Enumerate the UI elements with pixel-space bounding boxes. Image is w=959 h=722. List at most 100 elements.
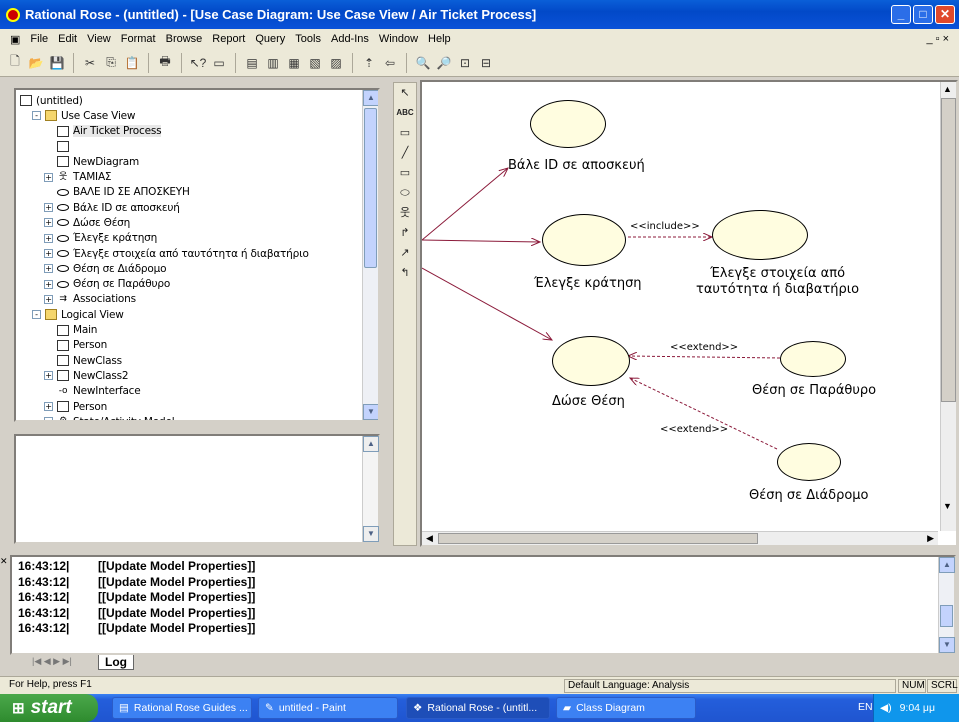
- diagram-hscroll-thumb[interactable]: [438, 533, 758, 544]
- log-scroll-down[interactable]: ▼: [939, 637, 955, 653]
- log-tab-nav-icons[interactable]: |◀ ◀ ▶ ▶|: [32, 656, 72, 666]
- context-help-icon[interactable]: ↖?: [189, 55, 207, 70]
- diagram-vscrollbar[interactable]: ▲ ▼: [940, 82, 956, 531]
- anchor-note-tool-icon[interactable]: ╱: [401, 147, 409, 159]
- mdi-controls[interactable]: _ ▫ ×: [926, 33, 949, 45]
- tree-item[interactable]: -Use Case View: [32, 108, 136, 123]
- tree-item[interactable]: (untitled): [20, 93, 83, 108]
- diagram-scroll-left[interactable]: ◀: [426, 533, 433, 543]
- menu-view[interactable]: View: [87, 33, 111, 45]
- scroll-down-button[interactable]: ▼: [363, 404, 378, 420]
- use-case-aisle[interactable]: [777, 443, 841, 481]
- menu-help[interactable]: Help: [428, 33, 451, 45]
- browse-deployment-diagram-icon[interactable]: ▨: [330, 55, 342, 70]
- tree-item[interactable]: -Logical View: [32, 307, 124, 322]
- task-class-diagram[interactable]: ▰ Class Diagram: [556, 697, 696, 719]
- selection-tool-icon[interactable]: ↖: [400, 87, 410, 99]
- expand-icon[interactable]: +: [44, 279, 53, 289]
- extend-dependency-aisle[interactable]: [630, 378, 778, 450]
- browse-component-diagram-icon[interactable]: ▦: [288, 55, 300, 70]
- print-icon[interactable]: 🖶: [159, 54, 171, 68]
- use-case-seat[interactable]: [552, 336, 630, 386]
- start-button[interactable]: ⊞ start: [0, 694, 98, 722]
- expand-icon[interactable]: +: [44, 233, 53, 243]
- document-icon[interactable]: ▣: [10, 33, 21, 46]
- tree-item[interactable]: +⇉Associations: [44, 292, 136, 307]
- actor-tool-icon[interactable]: 웃: [399, 207, 411, 219]
- diagram-scroll-up[interactable]: ▲: [943, 84, 952, 94]
- zoom-out-icon[interactable]: 🔎: [436, 55, 452, 70]
- tree-item[interactable]: NewClass: [44, 353, 122, 368]
- task-rational-rose[interactable]: ❖ Rational Rose - (untitl...: [406, 697, 550, 719]
- log-close-icon[interactable]: ✕: [0, 556, 8, 566]
- zoom-in-icon[interactable]: 🔍: [415, 55, 431, 70]
- tree-item[interactable]: +NewClass2: [44, 368, 129, 383]
- unidirectional-association-tool-icon[interactable]: ↱: [400, 227, 410, 239]
- clock[interactable]: 9:04 μμ: [899, 702, 936, 714]
- tree-item[interactable]: Person: [44, 338, 107, 353]
- diagram-scroll-right[interactable]: ▶: [927, 533, 934, 543]
- doc-scrollbar[interactable]: ▲ ▼: [362, 436, 379, 542]
- menu-add-ins[interactable]: Add-Ins: [330, 33, 369, 45]
- association-to-baggage[interactable]: [422, 168, 508, 241]
- tree-item[interactable]: +Έλεγξε κράτηση: [44, 231, 157, 246]
- save-icon[interactable]: 💾: [49, 55, 65, 70]
- scroll-up-button[interactable]: ▲: [363, 90, 378, 106]
- expand-icon[interactable]: +: [44, 203, 53, 213]
- browse-class-diagram-icon[interactable]: ▤: [246, 55, 258, 70]
- menu-browse[interactable]: Browse: [165, 33, 203, 45]
- tree-item[interactable]: +Δώσε Θέση: [44, 215, 130, 230]
- menu-format[interactable]: Format: [120, 33, 156, 45]
- menu-edit[interactable]: Edit: [58, 33, 78, 45]
- cut-icon[interactable]: ✂: [84, 55, 96, 70]
- tree-item[interactable]: +Person: [44, 399, 107, 414]
- text-tool-icon[interactable]: ABC: [396, 108, 414, 117]
- new-icon[interactable]: 🗋: [10, 54, 20, 68]
- extend-dependency-window[interactable]: [628, 356, 781, 358]
- expand-icon[interactable]: +: [44, 402, 53, 411]
- parent-diagram-icon[interactable]: ⇡: [363, 55, 375, 70]
- task-rose-guides[interactable]: ▤ Rational Rose Guides ...: [112, 697, 252, 719]
- use-case-window[interactable]: [780, 341, 846, 377]
- menu-report[interactable]: Report: [212, 33, 246, 45]
- log-scroll-thumb[interactable]: [940, 605, 953, 627]
- use-case-tool-icon[interactable]: ⬭: [400, 187, 410, 199]
- tree-item[interactable]: Air Ticket Process: [44, 124, 162, 139]
- view-doc-icon[interactable]: ▭: [213, 55, 225, 70]
- expand-icon[interactable]: +: [44, 218, 53, 228]
- dependency-tool-icon[interactable]: ↗: [400, 247, 410, 259]
- association-to-check[interactable]: [422, 240, 540, 242]
- tree-item[interactable]: Main: [44, 323, 97, 338]
- expand-icon[interactable]: +: [44, 249, 53, 258]
- log-scrollbar[interactable]: ▲ ▼: [938, 557, 955, 653]
- note-tool-icon[interactable]: ▭: [399, 127, 411, 139]
- use-case-diagram-canvas[interactable]: Βάλε ID σε αποσκευή Έλεγξε κράτηση Έλεγξ…: [420, 80, 958, 547]
- tree-item[interactable]: +Έλεγξε στοιχεία από ταυτότητα ή διαβατή…: [44, 246, 309, 261]
- package-tool-icon[interactable]: ▭: [399, 167, 411, 179]
- browse-state-diagram-icon[interactable]: ▧: [309, 55, 321, 70]
- collapse-icon[interactable]: -: [44, 417, 53, 420]
- tree-item[interactable]: +Θέση σε Παράθυρο: [44, 277, 170, 292]
- paste-icon[interactable]: 📋: [124, 55, 140, 70]
- menu-file[interactable]: File: [30, 33, 49, 45]
- tree-item[interactable]: NewDiagram: [44, 154, 139, 169]
- expand-icon[interactable]: +: [44, 371, 53, 381]
- scroll-thumb[interactable]: [364, 108, 377, 268]
- maximize-button[interactable]: □: [913, 5, 933, 24]
- tree-item[interactable]: +Βάλε ID σε αποσκευή: [44, 200, 180, 215]
- browse-interaction-diagram-icon[interactable]: ▥: [267, 55, 279, 70]
- doc-scroll-down[interactable]: ▼: [363, 526, 379, 542]
- close-button[interactable]: ✕: [935, 5, 955, 24]
- menu-query[interactable]: Query: [255, 33, 286, 45]
- undo-fit-icon[interactable]: ⊟: [480, 55, 492, 70]
- collapse-icon[interactable]: -: [32, 310, 41, 320]
- browser-scrollbar[interactable]: ▲ ▼: [362, 90, 378, 420]
- use-case-verify[interactable]: [712, 210, 808, 260]
- log-scroll-up[interactable]: ▲: [939, 557, 955, 573]
- menu-window[interactable]: Window: [378, 33, 419, 45]
- volume-icon[interactable]: ◀): [880, 702, 892, 714]
- copy-icon[interactable]: ⎘: [106, 55, 116, 69]
